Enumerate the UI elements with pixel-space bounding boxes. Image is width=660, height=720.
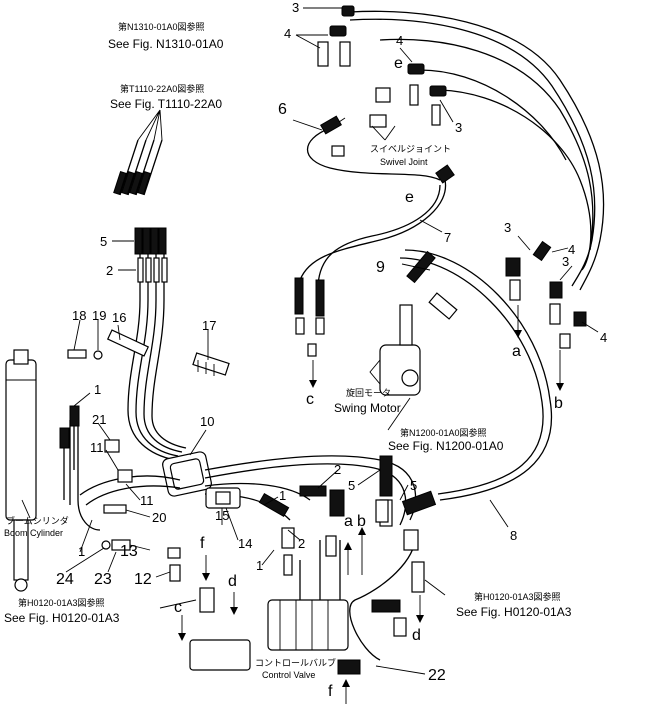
callout-6: 6 — [278, 101, 287, 118]
callout-8: 8 — [510, 528, 517, 543]
callout-4: 4 — [284, 26, 291, 41]
callout-10: 10 — [200, 414, 214, 429]
callout-5: 5 — [100, 234, 107, 249]
callout-4: 4 — [568, 242, 575, 257]
ref-h0120-left-jp: 第H0120-01A3図参照 — [18, 597, 105, 608]
flow-arrows — [178, 305, 564, 704]
ref-n1310: See Fig. N1310-01A0 — [108, 37, 224, 51]
callout-1: 1 — [279, 488, 286, 503]
small-parts — [101, 439, 181, 582]
long-hoses — [349, 10, 605, 501]
connector-d: d — [412, 627, 421, 644]
callout-11: 11 — [140, 493, 154, 508]
swing-motor-jp: 旋回モータ — [346, 387, 391, 398]
misc-fittings — [258, 5, 587, 675]
callout-14: 14 — [238, 536, 252, 551]
left-bundle — [127, 230, 187, 461]
connector-e: e — [394, 55, 403, 72]
callout-5: 5 — [348, 478, 355, 493]
callout-1: 1 — [78, 544, 85, 559]
upper-bundle — [113, 109, 163, 196]
control-valve-jp: コントロールバルブ — [255, 657, 336, 668]
connector-f: f — [200, 535, 205, 552]
callout-13: 13 — [120, 543, 138, 560]
boom-cylinder — [5, 349, 37, 592]
callout-2: 2 — [334, 462, 341, 477]
boom-cylinder-label: Boom Cylinder — [4, 528, 63, 538]
connector-e: e — [405, 189, 414, 206]
callout-19: 19 — [92, 308, 106, 323]
control-valve-label: Control Valve — [262, 670, 315, 680]
ref-h0120-right: See Fig. H0120-01A3 — [456, 605, 572, 619]
reference-labels: 第N1310-01A0図参照 See Fig. N1310-01A0 第T111… — [4, 21, 572, 625]
component-labels: スイベルジョイント Swivel Joint 旋回モータ Swing Motor… — [4, 144, 451, 680]
connector-a: a — [512, 343, 521, 360]
callout-16: 16 — [112, 310, 126, 325]
swivel-joint-jp: スイベルジョイント — [370, 144, 451, 154]
callout-18: 18 — [72, 308, 86, 323]
callout-21: 21 — [92, 412, 106, 427]
connector-c: c — [306, 391, 314, 408]
ref-h0120-left: See Fig. H0120-01A3 — [4, 611, 120, 625]
swing-motor-label: Swing Motor — [334, 401, 401, 415]
ref-t1110-jp: 第T1110-22A0図参照 — [120, 83, 204, 94]
callout-9: 9 — [376, 259, 385, 276]
callout-3: 3 — [504, 220, 511, 235]
callout-15: 15 — [215, 508, 229, 523]
control-valve — [189, 587, 349, 671]
block-10 — [162, 451, 212, 497]
fittings-1-left — [59, 405, 80, 500]
ref-n1200: See Fig. N1200-01A0 — [388, 439, 504, 453]
connector-b: b — [554, 395, 563, 412]
callout-1: 1 — [94, 382, 101, 397]
callout-numbers: 3 4 4 3 6 7 9 3 4 3 4 5 2 18 19 16 17 1 … — [56, 0, 607, 684]
leader-lines — [21, 7, 599, 675]
callout-5: 5 — [410, 478, 417, 493]
callout-17: 17 — [202, 318, 216, 333]
callout-2: 2 — [106, 263, 113, 278]
callout-24: 24 — [56, 571, 74, 588]
ref-n1310-jp: 第N1310-01A0図参照 — [118, 21, 205, 32]
callout-3: 3 — [292, 0, 299, 15]
connector-letters: e e a b c f d c a b d f — [174, 55, 563, 700]
callout-3: 3 — [562, 254, 569, 269]
connector-c: c — [174, 599, 182, 616]
connector-b: b — [357, 513, 366, 530]
boom-cylinder-jp: ブームシリンダ — [6, 515, 69, 526]
callout-20: 20 — [152, 510, 166, 525]
fittings-5-2 — [134, 227, 168, 283]
ref-t1110: See Fig. T1110-22A0 — [110, 97, 222, 111]
connector-f: f — [328, 683, 333, 700]
lower-hoses — [69, 420, 417, 661]
callout-4: 4 — [600, 330, 607, 345]
ref-h0120-right-jp: 第H0120-01A3図参照 — [474, 591, 561, 602]
callout-1: 1 — [256, 558, 263, 573]
swing-motor — [369, 304, 421, 396]
ref-n1200-jp: 第N1200-01A0図参照 — [400, 427, 487, 438]
valve-14-15 — [205, 487, 241, 509]
callout-2: 2 — [298, 536, 305, 551]
callout-7: 7 — [444, 230, 451, 245]
callout-4: 4 — [396, 33, 403, 48]
callout-23: 23 — [94, 571, 112, 588]
callout-12: 12 — [134, 571, 152, 588]
callout-11: 11 — [90, 440, 104, 455]
connector-d: d — [228, 573, 237, 590]
callout-3: 3 — [455, 120, 462, 135]
callout-22: 22 — [428, 667, 446, 684]
connector-a: a — [344, 513, 353, 530]
swivel-joint-label: Swivel Joint — [380, 157, 428, 167]
parts-16-19 — [67, 329, 230, 376]
